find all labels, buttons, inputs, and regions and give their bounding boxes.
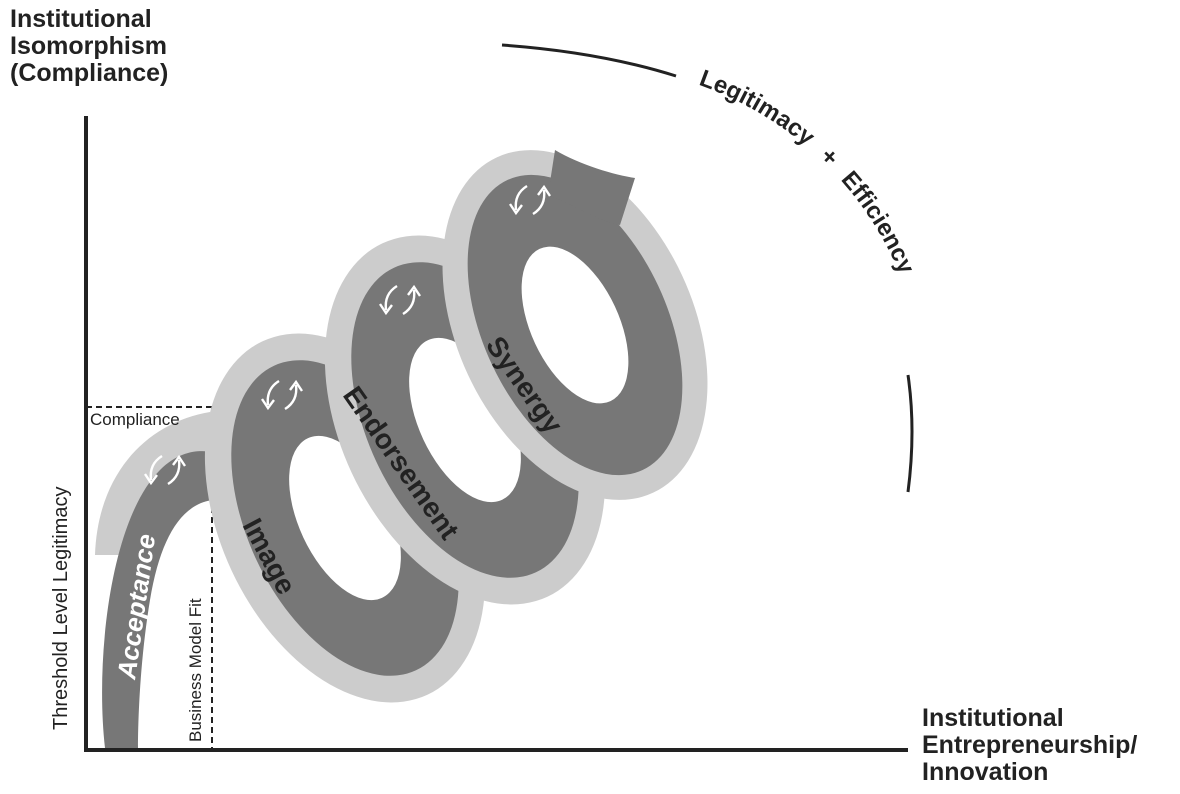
y-axis-title-line-2: Isomorphism (10, 32, 167, 60)
synergy-tail (548, 150, 635, 225)
y-axis-title: Institutional Isomorphism (Compliance) (10, 6, 168, 87)
compliance-label: Compliance (90, 410, 180, 429)
threshold-level-legitimacy-label: Threshold Level Legitimacy (50, 486, 72, 730)
x-axis-title-line-3: Innovation (922, 758, 1049, 786)
x-axis-title: Institutional Entrepreneurship/ Innovati… (922, 705, 1137, 786)
spiral (95, 150, 708, 748)
arc-label-legitimacy: Legitimacy (696, 65, 820, 152)
x-axis-title-line-1: Institutional (922, 704, 1064, 732)
y-axis-title-line-1: Institutional (10, 5, 152, 33)
x-axis-title-line-2: Entrepreneurship/ (922, 731, 1138, 759)
arc-label-plus: + (815, 143, 844, 172)
arc-segment-right (906, 374, 914, 493)
y-axis-title-line-3: (Compliance) (10, 59, 169, 87)
acceptance-dark-band (102, 451, 212, 748)
synergy-hole (521, 246, 629, 404)
arc-label-efficiency: Efficiency (836, 166, 920, 278)
business-model-fit-label: Business Model Fit (186, 598, 205, 742)
arc-label: Legitimacy + Efficiency (696, 65, 920, 278)
arc-segment-top (501, 43, 677, 78)
